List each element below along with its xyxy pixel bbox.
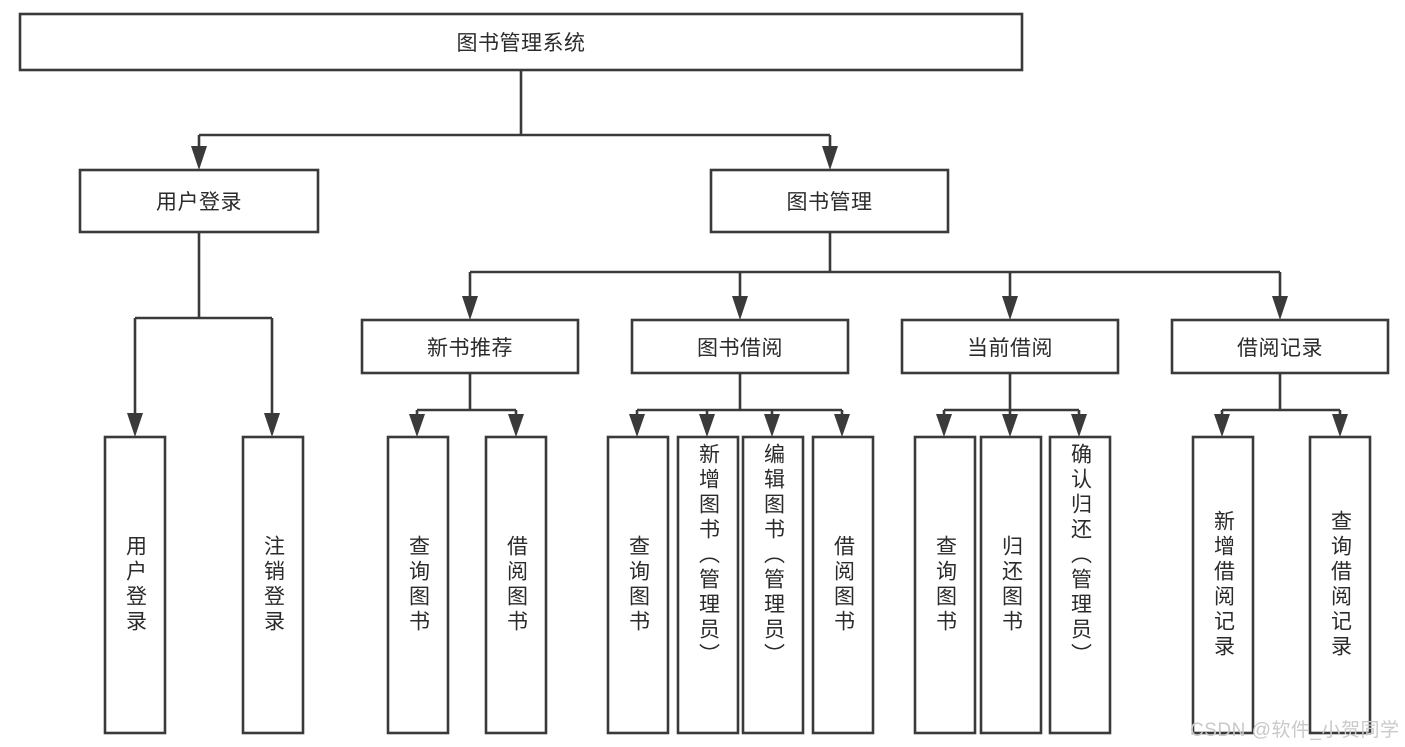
node-box-leaf-query-book-2[interactable] <box>606 435 670 735</box>
edge-group-newbook-to-leaves <box>409 373 524 437</box>
arrowhead-currentborrow-leaf2 <box>1002 414 1018 437</box>
node-box-leaf-query-book-1[interactable] <box>386 435 450 735</box>
edge-group-currentborrow-to-leaves <box>936 373 1087 437</box>
arrowhead-leaf-logout <box>264 413 280 437</box>
node-box-leaf-edit-book[interactable] <box>741 435 805 735</box>
edge-group-bookborrow-to-leaves <box>629 373 850 437</box>
arrowhead-bookborrow-leaf4 <box>834 414 850 437</box>
edge-group-borrowrecord-to-leaves <box>1214 373 1348 437</box>
arrowhead-leaf-user-login <box>127 413 143 437</box>
edge-group-userlogin-to-leaves <box>127 232 280 437</box>
node-box-book-borrow[interactable] <box>630 318 850 375</box>
node-box-new-book-recommend[interactable] <box>360 318 580 375</box>
edge-group-root-to-level2 <box>191 70 838 170</box>
node-box-book-management[interactable] <box>709 168 950 234</box>
node-box-leaf-borrow-book-2[interactable] <box>811 435 875 735</box>
arrowhead-book-mgmt <box>822 146 838 170</box>
node-box-root[interactable] <box>18 12 1024 72</box>
arrowhead-bookborrow-leaf2 <box>699 414 715 437</box>
arrowhead-user-login <box>191 146 207 170</box>
node-box-leaf-return-book[interactable] <box>979 435 1043 735</box>
arrowhead-currentborrow-leaf1 <box>936 414 952 437</box>
node-box-leaf-borrow-book-1[interactable] <box>484 435 548 735</box>
arrowhead-newbook <box>462 296 478 320</box>
arrowhead-bookborrow-leaf1 <box>629 414 645 437</box>
node-box-leaf-user-login[interactable] <box>103 435 167 735</box>
node-box-leaf-add-book[interactable] <box>676 435 740 735</box>
arrowhead-currentborrow-leaf3 <box>1071 414 1087 437</box>
node-box-user-login[interactable] <box>78 168 320 234</box>
arrowhead-borrowrecord-leaf2 <box>1332 414 1348 437</box>
arrowhead-bookborrow-leaf3 <box>764 414 780 437</box>
edge-group-bookmgmt-to-level3 <box>462 232 1288 320</box>
node-box-leaf-query-book-3[interactable] <box>913 435 977 735</box>
arrowhead-borrowrecord-leaf1 <box>1214 414 1230 437</box>
node-box-leaf-confirm-return[interactable] <box>1048 435 1112 735</box>
arrowhead-bookborrow <box>732 296 748 320</box>
arrowhead-borrowrecord <box>1272 296 1288 320</box>
arrowhead-newbook-leaf1 <box>409 414 425 437</box>
node-box-leaf-logout[interactable] <box>241 435 305 735</box>
arrowhead-newbook-leaf2 <box>508 414 524 437</box>
node-box-leaf-add-record[interactable] <box>1191 435 1255 735</box>
arrowhead-currentborrow <box>1002 296 1018 320</box>
node-box-current-borrow[interactable] <box>900 318 1120 375</box>
node-box-leaf-query-record[interactable] <box>1308 435 1372 735</box>
node-box-borrow-record[interactable] <box>1170 318 1390 375</box>
